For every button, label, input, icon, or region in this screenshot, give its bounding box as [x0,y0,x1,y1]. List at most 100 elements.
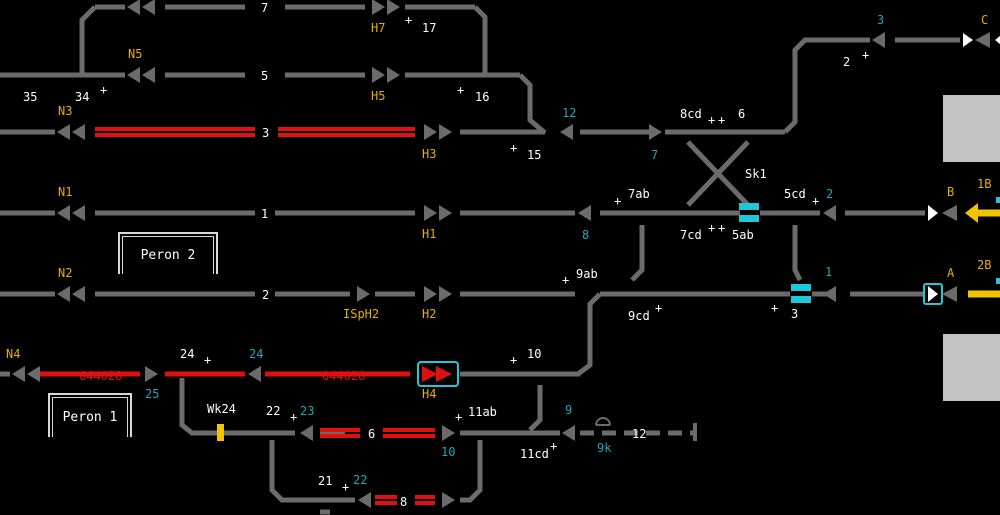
switch-label-12: 12 [562,106,576,120]
track-3[interactable] [0,37,960,137]
track-label-7: 7 [261,1,268,15]
signal-label-n3: N3 [58,104,72,118]
switch-link-7cd[interactable] [630,225,645,282]
platform-peron-2: Peron 2 [118,232,218,274]
svg-text:+: + [862,48,869,62]
switch-label-9k: 9k [597,441,612,455]
signal-label-h4: H4 [422,387,436,401]
switch-label-11ab: 11ab [468,405,497,419]
svg-text:+: + [771,301,778,315]
switch-label-2: 2 [843,55,850,69]
entry-signals[interactable] [923,32,1000,305]
signal-label-h2: H2 [422,307,436,321]
svg-text:+: + [718,221,725,235]
switch-label-2c: 2 [826,187,833,201]
track-644028[interactable] [0,371,580,436]
track-label-8: 8 [400,495,407,509]
switch-label-35: 35 [23,90,37,104]
switch-plus-markers: +++ +++ +++ +++ +++ +++ ++ [100,13,869,494]
signal-label-n2: N2 [58,266,72,280]
signal-arrows[interactable] [12,0,885,508]
platform-label: Peron 1 [52,397,128,437]
svg-text:+: + [655,301,662,315]
signal-h4-cleared[interactable] [417,361,459,387]
track-8[interactable] [320,495,435,515]
switch-label-3: 3 [791,307,798,321]
svg-text:+: + [510,353,517,367]
svg-text:+: + [204,353,211,367]
switch-label-7: 7 [651,148,658,162]
svg-text:+: + [708,113,715,127]
switch-label-21: 21 [318,474,332,488]
platform-label: Peron 2 [122,236,214,274]
svg-text:+: + [100,83,107,97]
signal-label-h5: H5 [371,89,385,103]
track-label-2: 2 [262,288,269,302]
crossing-label-sk1: Sk1 [745,167,767,181]
derail-9k-icon[interactable] [595,417,611,426]
signal-label-n4: N4 [6,347,20,361]
svg-text:+: + [342,480,349,494]
signal-label-c: C [981,13,988,27]
track-5[interactable] [0,60,547,135]
switch-label-11cd: 11cd [520,447,549,461]
switch-label-22c: 22 [353,473,367,487]
track-label-5: 5 [261,69,268,83]
switch-link-5ab[interactable] [792,225,803,282]
track-circuit-markers[interactable] [739,203,811,303]
svg-text:+: + [708,221,715,235]
switch-label-16: 16 [475,90,489,104]
station-building-top [943,95,1000,162]
svg-text:+: + [455,410,462,424]
signal-label-b: B [947,185,954,199]
switch-label-24c: 24 [249,347,263,361]
switch-label-22: 22 [266,404,280,418]
track-label-12: 12 [632,427,646,441]
switch-label-10: 10 [527,347,541,361]
switch-label-9ab: 9ab [576,267,598,281]
track-7[interactable] [79,4,488,60]
svg-text:+: + [457,83,464,97]
signal-label-wk24: Wk24 [207,402,236,416]
switch-label-8cd: 8cd [680,107,702,121]
signal-label-h3: H3 [422,147,436,161]
svg-text:+: + [290,410,297,424]
signal-label-isph2: ISpH2 [343,307,379,321]
signal-label-h7: H7 [371,21,385,35]
switch-label-7cd: 7cd [680,228,702,242]
signal-label-n1: N1 [58,185,72,199]
switch-label-17: 17 [422,21,436,35]
svg-text:+: + [812,194,819,208]
wk24-marker[interactable] [217,424,224,441]
track-6[interactable] [269,385,560,503]
switch-label-3c: 3 [877,13,884,27]
platform-peron-1: Peron 1 [48,393,132,437]
station-building-bottom [943,334,1000,401]
track-label-644028-b: 644028 [322,369,365,383]
svg-text:+: + [718,113,725,127]
track-label-3: 3 [262,126,269,140]
switch-label-7ab: 7ab [628,187,650,201]
svg-text:+: + [510,141,517,155]
track-12[interactable] [580,423,697,441]
signal-label-2b: 2B [977,258,991,272]
signal-label-n5: N5 [128,47,142,61]
switch-label-23: 23 [300,404,314,418]
track-2[interactable] [0,291,925,376]
switch-label-25: 25 [145,387,159,401]
crossing-sk1[interactable] [686,140,750,207]
switch-label-8: 8 [582,228,589,242]
switch-label-9c: 9 [565,403,572,417]
svg-text:+: + [550,439,557,453]
switch-label-5cd: 5cd [784,187,806,201]
switch-label-10c: 10 [441,445,455,459]
switch-label-6: 6 [738,107,745,121]
switch-label-34: 34 [75,90,89,104]
signal-label-h1: H1 [422,227,436,241]
track-label-6: 6 [368,427,375,441]
switch-label-9cd: 9cd [628,309,650,323]
track-label-1: 1 [261,207,268,221]
signal-label-1b: 1B [977,177,991,191]
svg-text:+: + [405,13,412,27]
